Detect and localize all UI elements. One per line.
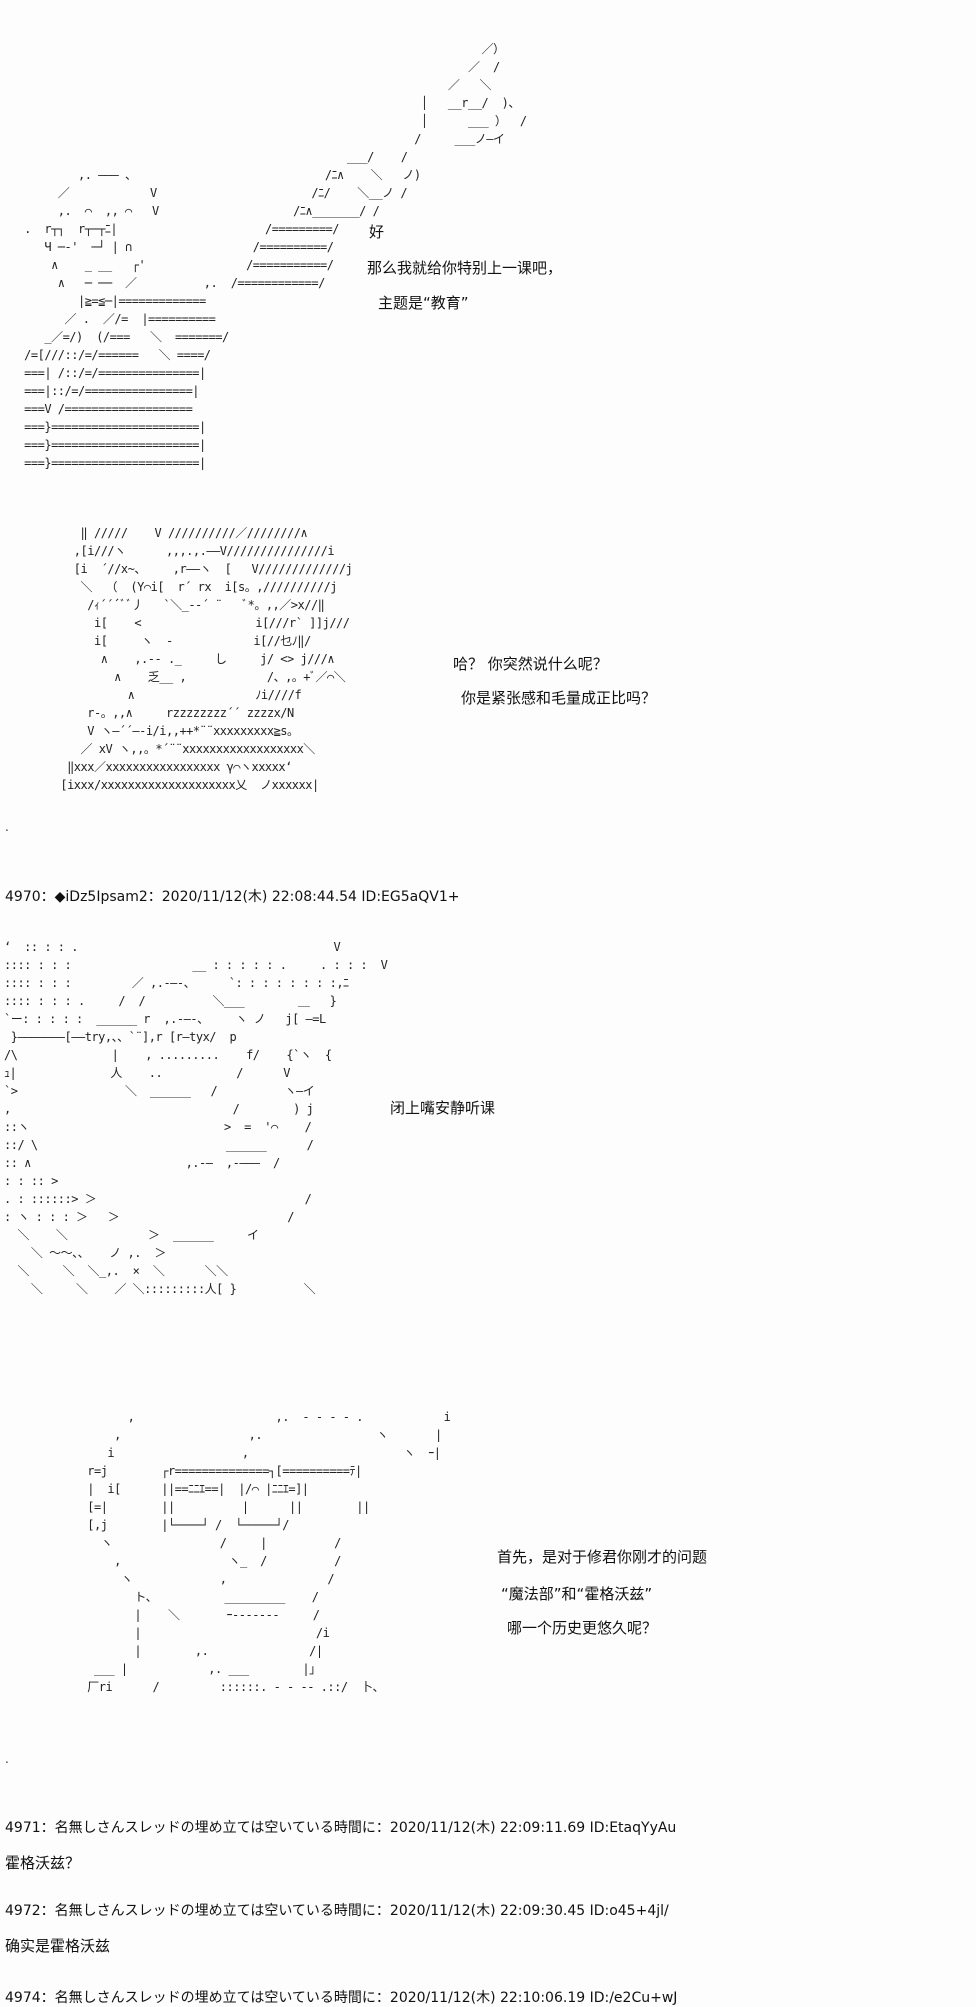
separator-dot: .: [5, 820, 9, 834]
dialogue-line: 哪一个历史更悠久呢？: [507, 1619, 658, 1637]
ascii-art-teacher-pointing: ／） ／ / ／ ＼: [24, 42, 527, 470]
dialogue-line: 哈？ 你突然说什么呢？: [453, 655, 608, 673]
dialogue-line: 那么我就给你特别上一课吧，: [367, 259, 563, 277]
dialogue-line: 你是紧张感和毛量成正比吗？: [461, 689, 657, 707]
post-body: 确实是霍格沃兹: [5, 1937, 111, 1955]
dialogue-line: “魔法部”和“霍格沃兹”: [501, 1585, 653, 1603]
post-header: 4971：名無しさんスレッドの埋め立ては空いている時間に：2020/11/12(…: [5, 1820, 677, 1836]
post-header: 4970：◆iDz5Ipsam2：2020/11/12(木) 22:08:44.…: [5, 889, 460, 905]
ascii-art-teacher-face: , ,. - - - ‐ . i , ,. ヽ | i , ヽ ｰ| r=j ┌…: [87, 1410, 451, 1694]
post-body: 霍格沃兹？: [5, 1854, 81, 1872]
separator-dot: .: [5, 1752, 9, 1766]
dialogue-line: 首先，是对于修君你刚才的问题: [497, 1548, 708, 1566]
post-header: 4972：名無しさんスレッドの埋め立ては空いている時間に：2020/11/12(…: [5, 1903, 669, 1919]
dialogue-line: 闭上嘴安静听课: [390, 1099, 496, 1117]
ascii-art-glasses-character: ‖ ///// V //////////／////////∧ ,[i///ヽ ,…: [60, 526, 353, 792]
dialogue-line: 好: [369, 223, 385, 241]
post-header: 4974：名無しさんスレッドの埋め立ては空いている時間に：2020/11/12(…: [5, 1990, 678, 2006]
dialogue-line: 主题是“教育”: [378, 294, 469, 312]
ascii-art-teacher-closeup: ‘ :: : : . V :::: : : : __ : : : : : . .…: [4, 940, 388, 1296]
